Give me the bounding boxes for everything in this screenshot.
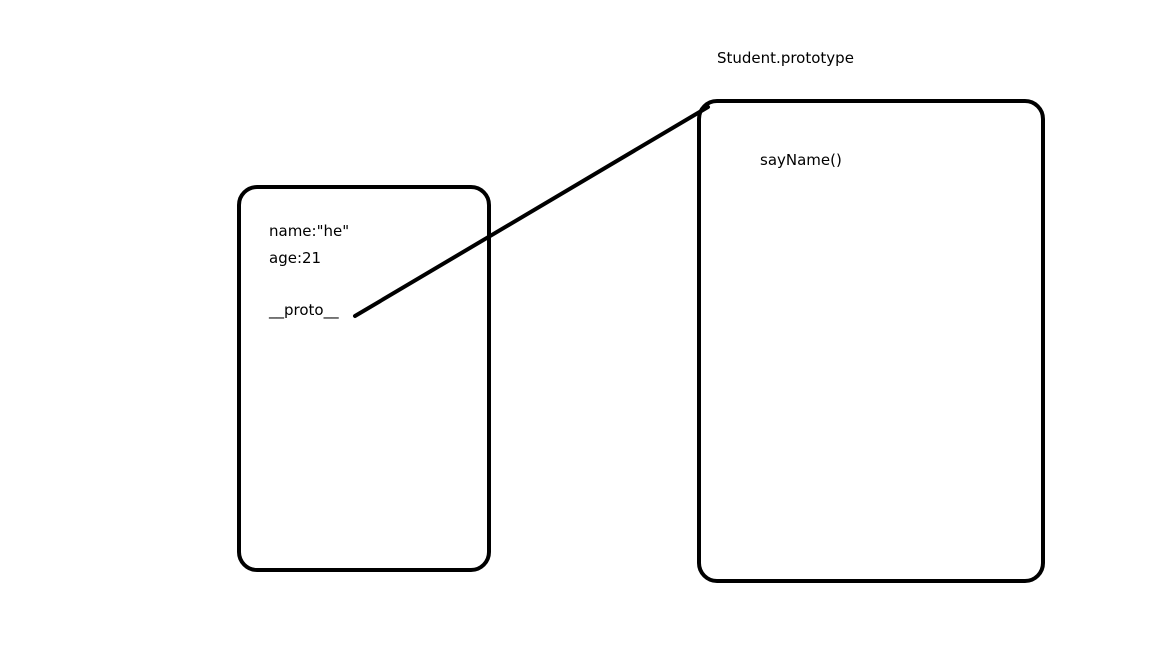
prototype-title: Student.prototype [717, 49, 854, 67]
method-say-name: sayName() [760, 151, 842, 169]
property-proto: __proto__ [269, 301, 339, 319]
prototype-object-box [697, 99, 1045, 583]
property-age: age:21 [269, 249, 322, 267]
property-name: name:"he" [269, 222, 350, 240]
instance-object-box [237, 185, 491, 572]
